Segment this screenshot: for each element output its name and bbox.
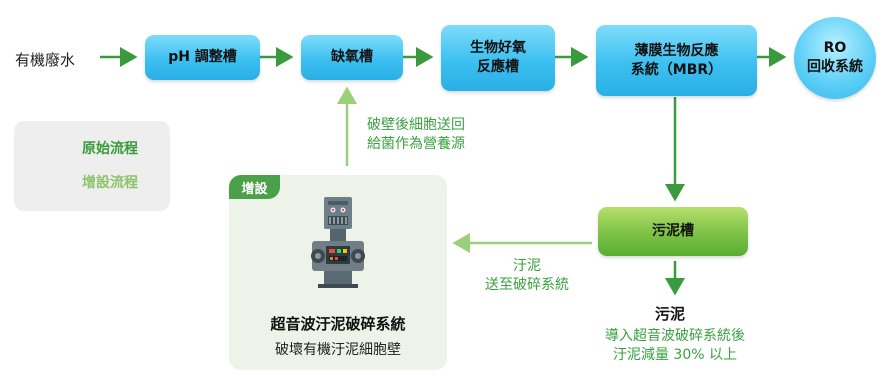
addon-title: 超音波汙泥破碎系統	[270, 315, 406, 333]
legend-label-original: 原始流程	[82, 141, 138, 157]
note-sludge-to-system: 汙泥 送至破碎系統	[470, 257, 584, 295]
node-ro-line2: 回收系統	[807, 59, 863, 75]
note-recycle-line1: 破壁後細胞送回	[367, 117, 465, 133]
note-recycle-line2: 給菌作為營養源	[367, 136, 465, 152]
node-mbr-system: 薄膜生物反應 系統（MBR）	[596, 25, 757, 96]
input-label: 有機廢水	[15, 51, 76, 69]
node-sludge-label: 污泥槽	[652, 223, 694, 239]
node-ro-line1: RO	[823, 40, 847, 56]
node-aerobic-line1: 生物好氧	[470, 40, 526, 56]
node-mbr-line2: 系統（MBR）	[630, 61, 723, 78]
addon-subtitle: 破壞有機汙泥細胞壁	[275, 342, 401, 358]
sludge-out-desc-line1: 導入超音波破碎系統後	[605, 328, 745, 344]
node-anoxic-tank: 缺氧槽	[301, 35, 403, 80]
note-sludge-to-system-line1: 汙泥	[513, 258, 541, 274]
node-anoxic-label: 缺氧槽	[331, 49, 373, 65]
node-ph-label: pH 調整槽	[168, 49, 237, 65]
sludge-out-desc: 導入超音波破碎系統後 汙泥減量 30% 以上	[590, 327, 760, 365]
node-mbr-line1: 薄膜生物反應	[634, 42, 719, 59]
legend-box: 原始流程 增設流程	[14, 121, 170, 211]
legend-label-added: 增設流程	[82, 175, 138, 191]
node-ph-adjust-tank: pH 調整槽	[145, 35, 260, 80]
ultrasonic-machine-icon	[311, 197, 365, 288]
addon-tag: 增設	[229, 175, 280, 199]
note-sludge-to-system-line2: 送至破碎系統	[485, 277, 569, 293]
sludge-out-title: 污泥	[655, 305, 686, 323]
note-recycle: 破壁後細胞送回 給菌作為營養源	[367, 116, 465, 154]
sludge-out-desc-line2: 汙泥減量 30% 以上	[612, 347, 738, 363]
node-ro-recovery: RO 回收系統	[794, 17, 876, 99]
addon-system-panel: 增設 超音波汙泥破碎系統 破壞有機汙泥細胞壁	[229, 175, 447, 370]
node-aerobic-line2: 反應槽	[477, 59, 519, 75]
node-aerobic-tank: 生物好氧 反應槽	[441, 25, 555, 91]
node-sludge-tank: 污泥槽	[598, 207, 748, 256]
